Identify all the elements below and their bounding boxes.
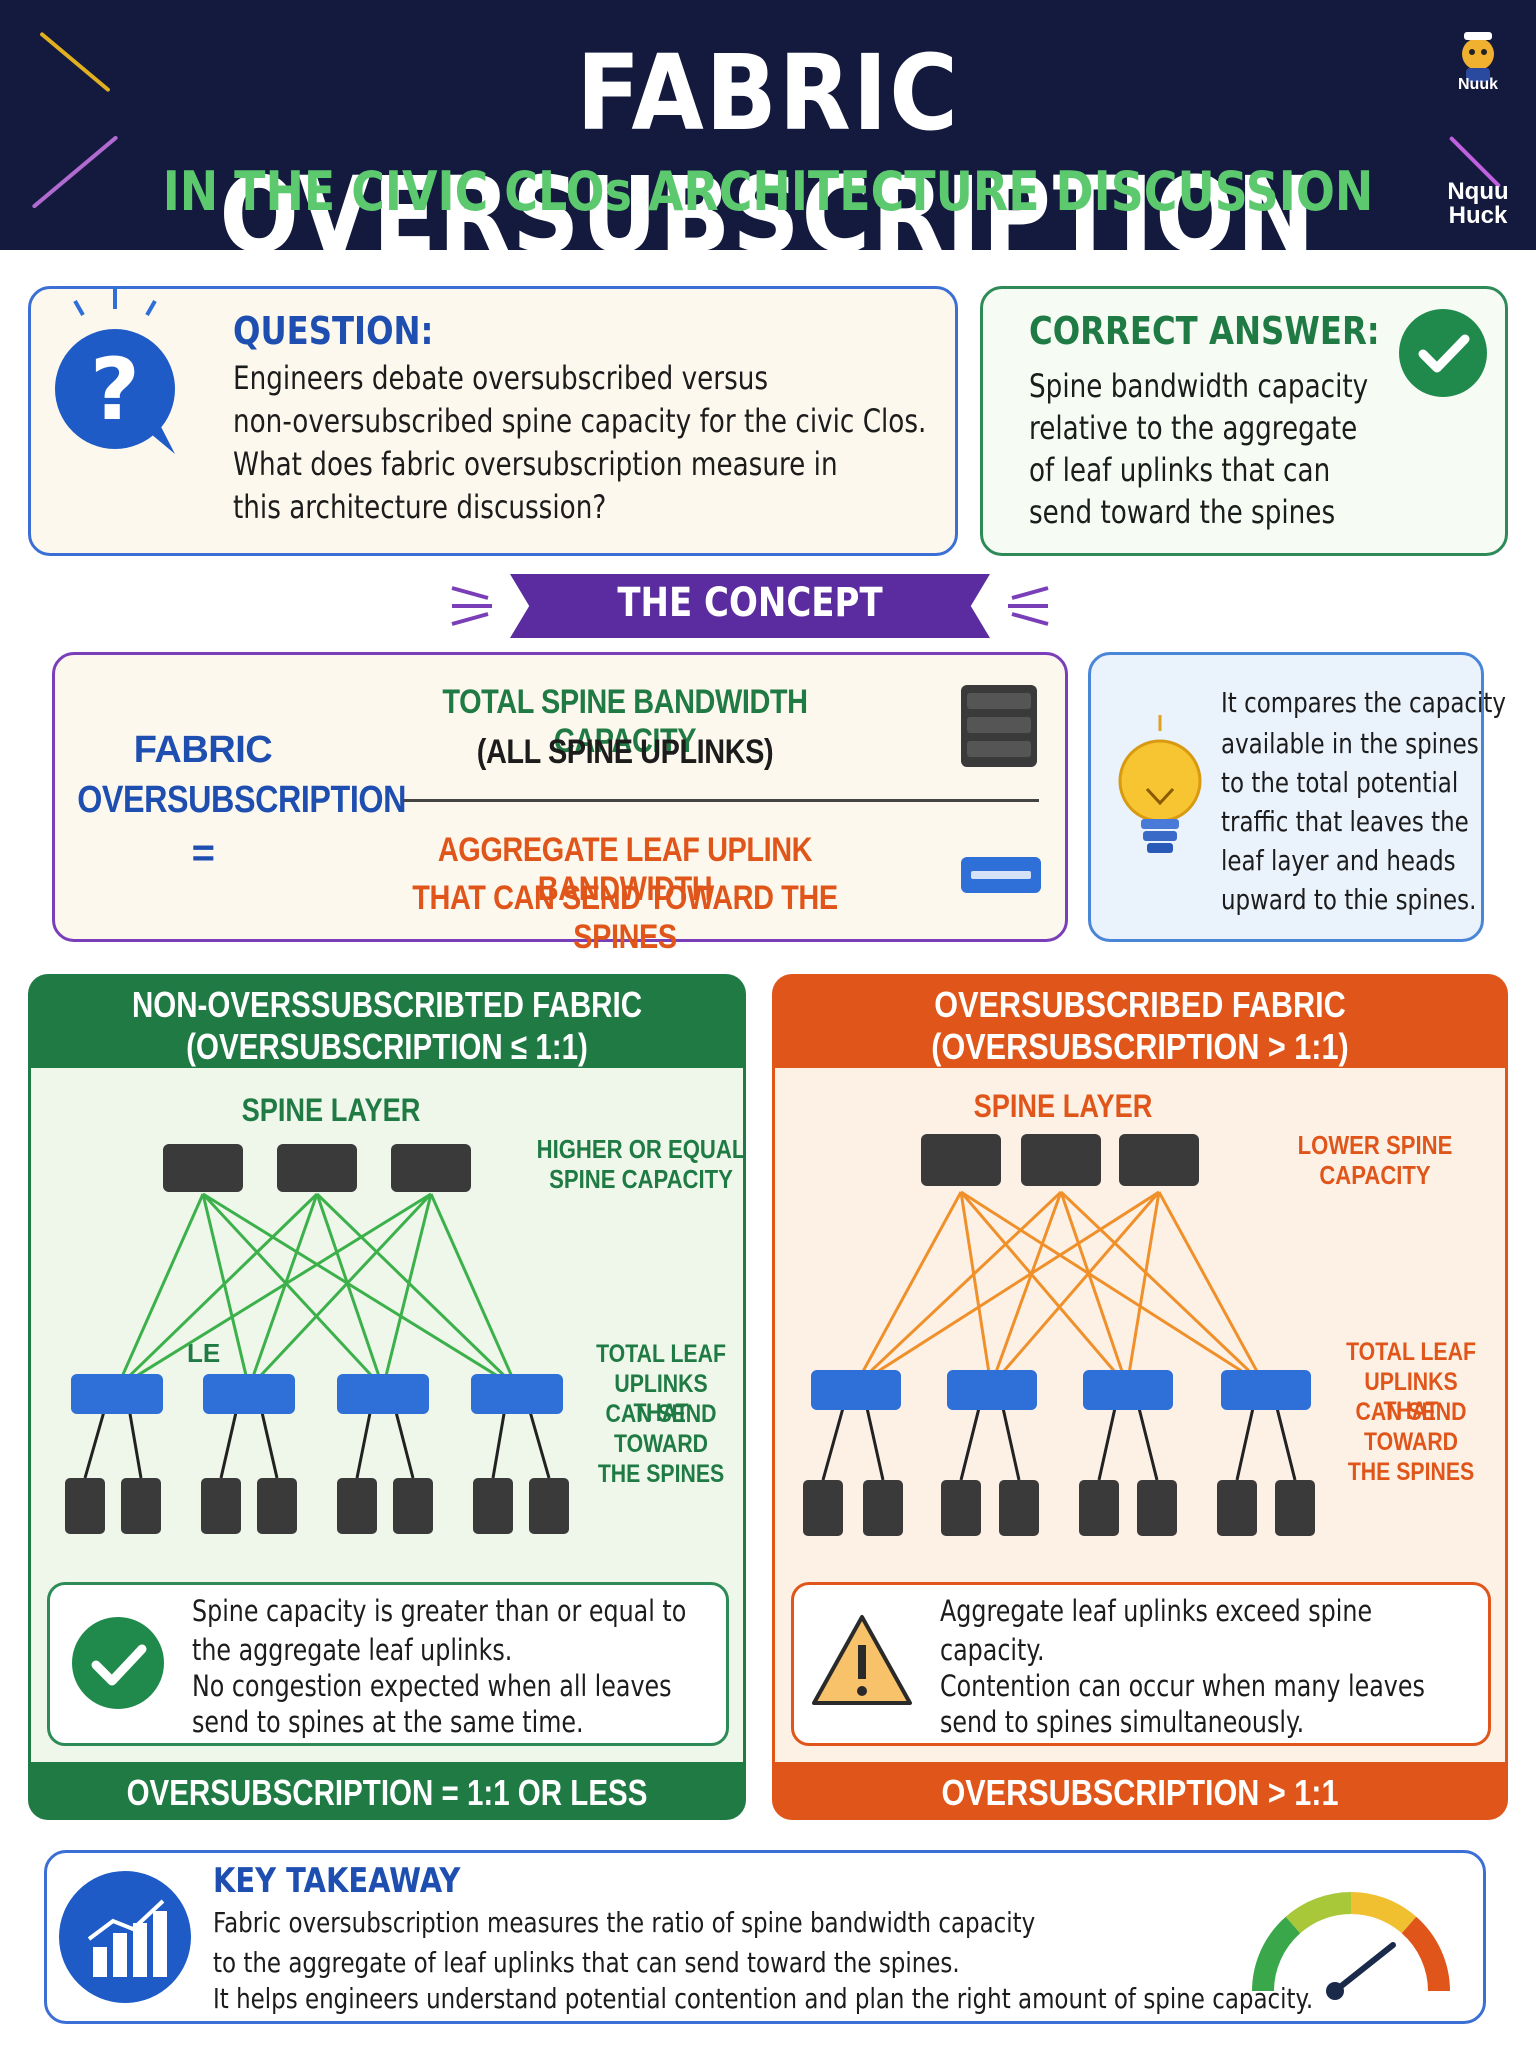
spine-note-line2: SPINE CAPACITY [549, 1164, 733, 1194]
over-note-line: send to spines simultaneously. [940, 1705, 1305, 1739]
question-heading: QUESTION: [233, 309, 434, 353]
leaf-note-line: TOWARD [1363, 1428, 1459, 1456]
bar-chart-icon [55, 1867, 195, 2007]
leaf-note-line: CAN SEND [1355, 1398, 1467, 1426]
denominator-line1: AGGREGATE LEAF UPLINK BANDWIDTH [437, 831, 813, 908]
takeaway-line: Fabric oversubscription measures the rat… [213, 1906, 1036, 1939]
non-over-title1: NON-OVERSSUBSCRIBTED FABRIC [131, 984, 643, 1025]
takeaway-line: to the aggregate of leaf uplinks that ca… [213, 1946, 960, 1979]
checkmark-icon [1397, 307, 1489, 399]
over-note-line: capacity. [940, 1633, 1045, 1667]
over-note-line: Contention can occur when many leaves [940, 1669, 1425, 1703]
over-header: OVERSUBSCRIBED FABRIC (OVERSUBSCRIPTION … [772, 974, 1508, 1068]
over-note-box: Aggregate leaf uplinks exceed spine capa… [791, 1582, 1491, 1746]
leaf-note-line: UPLINKS THAT [1364, 1368, 1458, 1425]
answer-line: send toward the spines [1029, 493, 1336, 531]
answer-line: Spine bandwidth capacity [1029, 367, 1369, 405]
idea-line: It compares the capacity [1221, 686, 1506, 719]
leaf-note-line: THE SPINES [597, 1460, 725, 1488]
logo-text-bottom: Nquu Huck [1447, 178, 1509, 229]
formula-equals: = [191, 831, 215, 875]
answer-card: CORRECT ANSWER: Spine bandwidth capacity… [980, 286, 1508, 556]
idea-line: available in the spines [1221, 727, 1479, 760]
over-title1: OVERSUBSCRIBED FABRIC [934, 984, 1346, 1025]
over-footer: OVERSUBSCRIPTION > 1:1 [772, 1762, 1508, 1820]
leaf-note-line: UPLINKS THAT [614, 1370, 708, 1427]
non-over-footer-label: OVERSUBSCRIPTION = 1:1 OR LESS [126, 1772, 648, 1813]
mascot-logo [1438, 20, 1518, 100]
warning-icon [810, 1611, 914, 1711]
non-over-header: NON-OVERSSUBSCRIBTED FABRIC (OVERSUBSCRI… [28, 974, 746, 1068]
concept-sparks-left [448, 578, 498, 634]
non-over-note-line: No congestion expected when all leaves [192, 1669, 672, 1703]
concept-banner [510, 574, 990, 638]
leaf-note-line: TOTAL LEAF [596, 1340, 726, 1368]
non-over-title2: (OVERSUBSCRIPTION ≤ 1:1) [186, 1026, 588, 1067]
fraction-bar [403, 799, 1039, 802]
answer-line: of leaf uplinks that can [1029, 451, 1331, 489]
idea-line: leaf layer and heads [1221, 844, 1456, 877]
formula-lhs-line2: OVERSUBSCRIPTION [77, 779, 407, 821]
question-line: What does fabric oversubscription measur… [233, 445, 838, 483]
spine-note-line1: LOWER SPINE [1297, 1130, 1453, 1160]
over-footer-label: OVERSUBSCRIPTION > 1:1 [941, 1772, 1339, 1813]
header-banner: FABRIC OVERSUBSCRIPTION IN THE CIVIC CLO… [0, 0, 1536, 250]
denominator-line2: THAT CAN SEND TOWARD THE SPINES [412, 879, 838, 956]
over-body: SPINE LAYER LOWER SPINE CAPACITY TOTAL L… [772, 1068, 1508, 1762]
takeaway-line: It helps engineers understand potential … [213, 1982, 1314, 2015]
concept-banner-label: THE CONCEPT [617, 580, 883, 626]
idea-line: traffic that leaves the [1221, 805, 1469, 838]
non-over-note-line: send to spines at the same time. [192, 1705, 584, 1739]
non-over-note-box: Spine capacity is greater than or equal … [47, 1582, 729, 1746]
non-over-note-line: the aggregate leaf uplinks. [192, 1633, 513, 1667]
question-card: ? QUESTION: Engineers debate oversubscri… [28, 286, 958, 556]
lightbulb-icon [1105, 711, 1215, 881]
non-over-topology-diagram [65, 1144, 569, 1534]
numerator-line1: TOTAL SPINE BANDWIDTH CAPACITY [442, 683, 808, 760]
spine-note-line1: HIGHER OR EQUAL [536, 1134, 746, 1164]
non-over-footer: OVERSUBSCRIPTION = 1:1 OR LESS [28, 1762, 746, 1820]
page-title: FABRIC OVERSUBSCRIPTION [219, 32, 1317, 250]
takeaway-heading: KEY TAKEAWAY [213, 1861, 461, 1901]
over-title2: (OVERSUBSCRIPTION > 1:1) [931, 1026, 1349, 1067]
idea-line: to the total potential [1221, 766, 1459, 799]
spine-layer-label: SPINE LAYER [973, 1088, 1153, 1124]
concept-sparks-right [1002, 578, 1052, 634]
leaf-note-line: TOTAL LEAF [1346, 1338, 1476, 1366]
takeaway-card: KEY TAKEAWAY Fabric oversubscription mea… [44, 1850, 1486, 2024]
question-mark-icon: ? [45, 279, 185, 479]
idea-line: upward to thie spines. [1221, 883, 1477, 916]
svg-text:?: ? [90, 340, 140, 440]
checkmark-icon [70, 1615, 166, 1711]
answer-line: relative to the aggregate [1029, 409, 1358, 447]
idea-card: It compares the capacity available in th… [1088, 652, 1506, 942]
leaf-note-line: CAN SEND [605, 1400, 717, 1428]
non-over-note-line: Spine capacity is greater than or equal … [192, 1594, 687, 1628]
leaf-note-line: TOWARD [613, 1430, 709, 1458]
question-line: Engineers debate oversubscribed versus [233, 359, 769, 397]
non-over-body: SPINE LAYER HIGHER OR EQUAL SPINE CAPACI… [28, 1068, 746, 1762]
formula-card: FABRIC OVERSUBSCRIPTION = TOTAL SPINE BA… [52, 652, 1068, 956]
numerator-line2: (ALL SPINE UPLINKS) [476, 733, 774, 771]
answer-heading: CORRECT ANSWER: [1029, 309, 1380, 353]
question-line: non-oversubscribed spine capacity for th… [233, 402, 927, 440]
gauge-icon [1243, 1875, 1459, 2005]
over-note-line: Aggregate leaf uplinks exceed spine [940, 1594, 1373, 1628]
spine-layer-label: SPINE LAYER [241, 1092, 421, 1128]
question-line: this architecture discussion? [233, 488, 607, 526]
leaf-switch-icon [959, 855, 1043, 895]
formula-lhs-line1: FABRIC [133, 729, 273, 771]
spine-note-line2: CAPACITY [1319, 1160, 1431, 1190]
over-topology-diagram [803, 1134, 1315, 1536]
leaf-note-line: THE SPINES [1347, 1458, 1475, 1486]
logo-text-top: Nuuk [1458, 76, 1498, 93]
spine-switch-icon [959, 683, 1039, 769]
page-subtitle: IN THE CIVIC CLOs ARCHITECTURE DISCUSSIO… [162, 160, 1374, 223]
